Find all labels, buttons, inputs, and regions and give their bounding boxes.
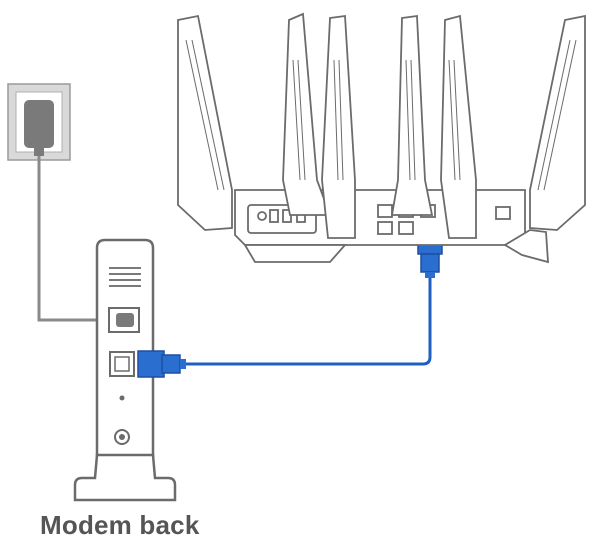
modem-back-caption: Modem back: [40, 510, 200, 540]
power-adapter-icon: [24, 100, 54, 156]
power-cable: [37, 156, 112, 322]
modem-icon: [73, 238, 177, 502]
router-icon: [177, 12, 586, 264]
